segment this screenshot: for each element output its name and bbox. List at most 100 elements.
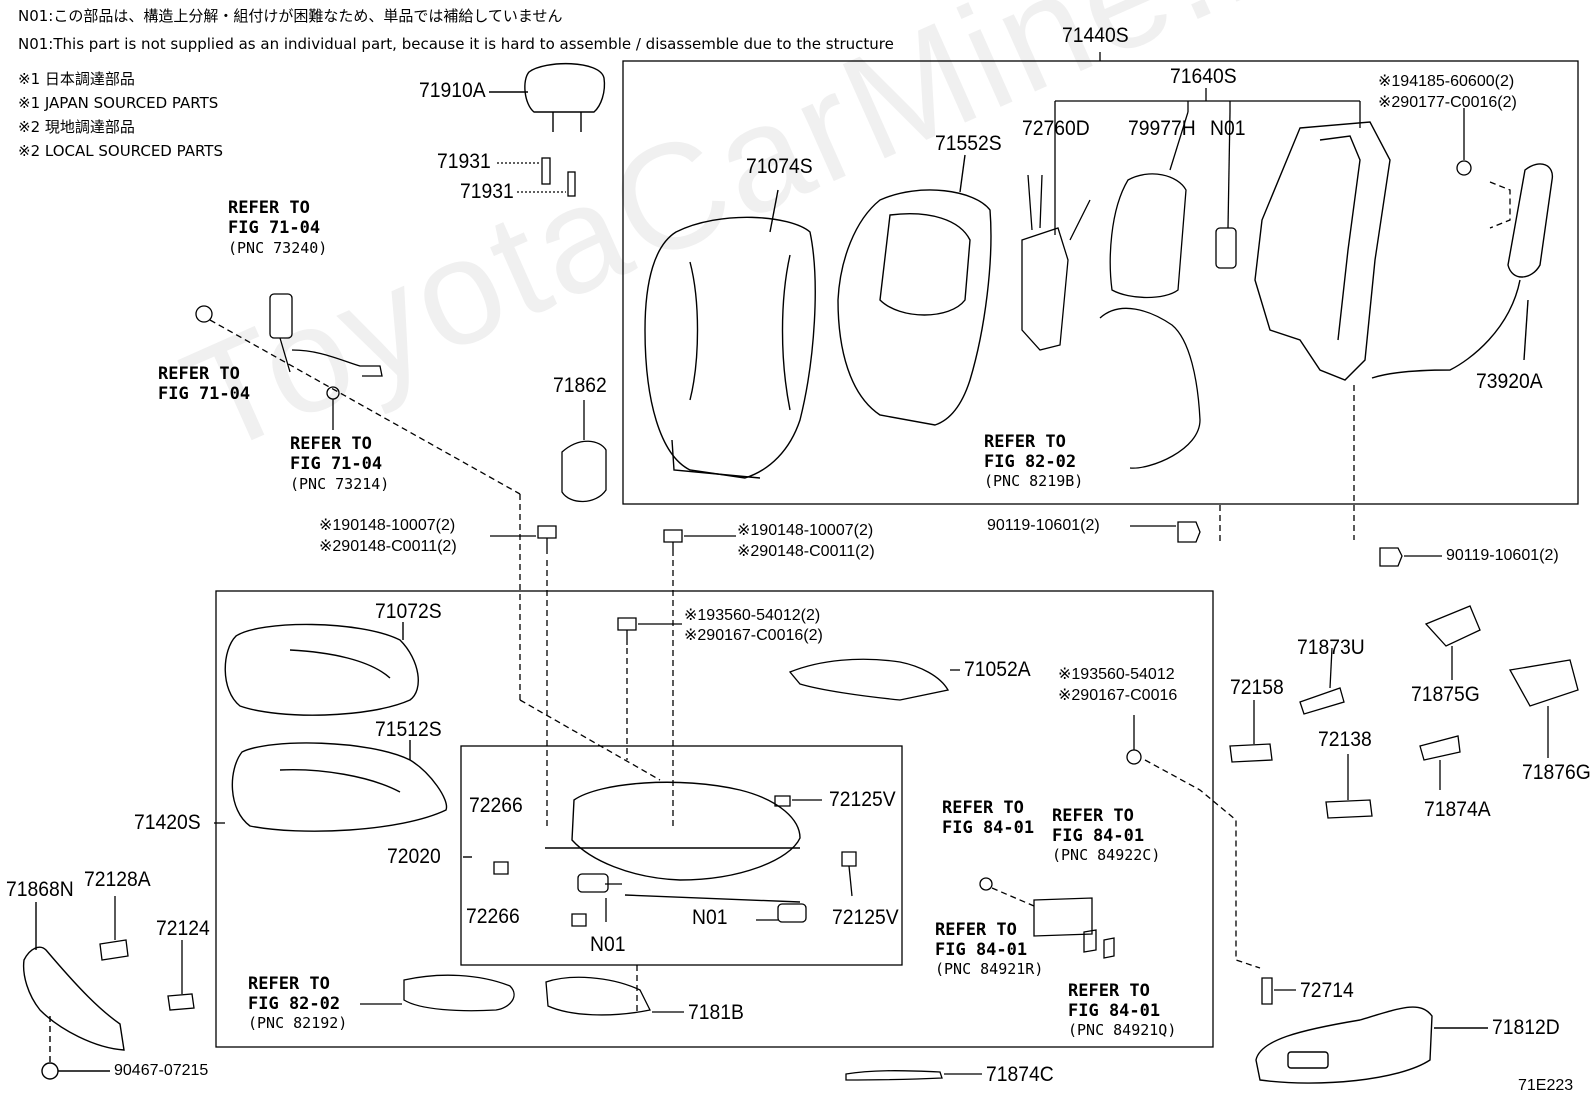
part-label-71862[interactable]: 71862 xyxy=(553,374,607,397)
refer-to-label: REFER TO xyxy=(228,198,310,218)
part-72138 xyxy=(1325,799,1373,819)
part-label-72714[interactable]: 72714 xyxy=(1300,979,1354,1002)
fastener-label[interactable]: 90467-07215 xyxy=(114,1062,209,1079)
adjuster-motor-part xyxy=(577,873,807,923)
part-label-71931[interactable]: 71931 xyxy=(437,150,491,173)
part-71874A xyxy=(1419,735,1461,761)
refer-to-pnc: (PNC 84921R) xyxy=(935,960,1044,978)
part-label-71420S[interactable]: 71420S xyxy=(134,811,201,834)
frame-bracket-part xyxy=(545,976,651,1016)
part-label-72266[interactable]: 72266 xyxy=(466,905,520,928)
fastener-label[interactable]: ※290167-C0016(2) xyxy=(684,627,823,644)
part-label-71074S[interactable]: 71074S xyxy=(746,155,813,178)
side-shield-part xyxy=(1255,1006,1488,1084)
shield-trim-part xyxy=(22,902,125,1080)
clip-part xyxy=(493,795,857,927)
refer-to-fig[interactable]: FIG 84-01 xyxy=(935,940,1028,960)
cushion-cover-part xyxy=(224,622,419,716)
part-label-72760D[interactable]: 72760D xyxy=(1022,117,1090,140)
seatback-frame-part xyxy=(1254,121,1391,381)
part-label-N01[interactable]: N01 xyxy=(692,906,728,929)
part-label-N01[interactable]: N01 xyxy=(590,933,626,956)
part-label-71868N[interactable]: 71868N xyxy=(6,878,74,901)
part-label-72128A[interactable]: 72128A xyxy=(84,868,151,891)
part-label-71874A[interactable]: 71874A xyxy=(1424,798,1491,821)
part-label-71640S[interactable]: 71640S xyxy=(1170,65,1237,88)
bolt-part xyxy=(490,494,736,830)
refer-to-fig[interactable]: FIG 71-04 xyxy=(158,384,251,404)
part-label-71072S[interactable]: 71072S xyxy=(375,600,442,623)
fastener-label[interactable]: ※290177-C0016(2) xyxy=(1378,94,1517,111)
fastener-label[interactable]: ※194185-60600(2) xyxy=(1378,73,1515,90)
part-label-71512S[interactable]: 71512S xyxy=(375,718,442,741)
refer-to-fig[interactable]: FIG 71-04 xyxy=(290,454,383,474)
part-label-71875G[interactable]: 71875G xyxy=(1411,683,1480,706)
refer-to-label: REFER TO xyxy=(290,434,372,454)
seatback-cover-part xyxy=(644,189,816,479)
part-71874C xyxy=(845,1070,943,1081)
refer-to-fig[interactable]: FIG 84-01 xyxy=(1052,826,1145,846)
part-label-71931[interactable]: 71931 xyxy=(460,180,514,203)
part-71876G xyxy=(1508,659,1579,707)
wire-harness-part xyxy=(1099,307,1201,469)
fastener-label[interactable]: 90119-10601(2) xyxy=(987,517,1100,534)
fastener-label[interactable]: ※290167-C0016 xyxy=(1058,687,1178,704)
part-label-71052A[interactable]: 71052A xyxy=(964,658,1031,681)
seatback-pad-part xyxy=(837,154,992,426)
part-label-72138[interactable]: 72138 xyxy=(1318,728,1372,751)
part-label-79977H[interactable]: 79977H xyxy=(1128,117,1196,140)
part-label-73920A[interactable]: 73920A xyxy=(1476,370,1543,393)
headrest-guide-part xyxy=(497,157,576,197)
part-label-72125V[interactable]: 72125V xyxy=(832,906,899,929)
fastener-label[interactable]: ※190148-10007(2) xyxy=(737,522,874,539)
part-label-71874C[interactable]: 71874C xyxy=(986,1063,1054,1086)
refer-to-fig[interactable]: FIG 71-04 xyxy=(228,218,321,238)
part-label-7181B[interactable]: 7181B xyxy=(688,1001,744,1024)
figure-id: 71E223 xyxy=(1518,1077,1574,1094)
refer-to-label: REFER TO xyxy=(1052,806,1134,826)
part-label-72124[interactable]: 72124 xyxy=(156,917,210,940)
fastener-label[interactable]: ※290148-C0011(2) xyxy=(319,538,457,555)
fastener-label[interactable]: ※193560-54012 xyxy=(1058,666,1175,683)
refer-to-pnc: (PNC 84921Q) xyxy=(1068,1021,1177,1039)
bolt-90119-part xyxy=(1130,385,1442,567)
refer-to-fig[interactable]: FIG 82-02 xyxy=(984,452,1077,472)
clip-72128a-part xyxy=(99,939,129,961)
part-label-72125V[interactable]: 72125V xyxy=(829,788,896,811)
part-label-71440S[interactable]: 71440S xyxy=(1062,24,1129,47)
refer-to-pnc: (PNC 73214) xyxy=(290,475,390,493)
fastener-label[interactable]: 90119-10601(2) xyxy=(1446,547,1559,564)
part-label-71812D[interactable]: 71812D xyxy=(1492,1016,1560,1039)
part-label-71876G[interactable]: 71876G xyxy=(1522,761,1591,784)
legend-2-jp: ※2 現地調達部品 xyxy=(18,118,135,136)
headrest-part xyxy=(489,63,606,132)
fastener-label[interactable]: ※290148-C0011(2) xyxy=(737,543,875,560)
refer-to-fig[interactable]: FIG 84-01 xyxy=(942,818,1035,838)
note-en: N01:This part is not supplied as an indi… xyxy=(18,35,894,53)
legend-1-en: ※1 JAPAN SOURCED PARTS xyxy=(18,94,219,112)
legend-1-jp: ※1 日本調達部品 xyxy=(18,70,135,88)
part-label-N01[interactable]: N01 xyxy=(1210,117,1246,140)
part-label-71552S[interactable]: 71552S xyxy=(935,132,1002,155)
seat-wire-part xyxy=(788,658,950,701)
part-label-72266[interactable]: 72266 xyxy=(469,794,523,817)
nut-part xyxy=(1456,160,1472,176)
part-71873U xyxy=(1299,687,1345,715)
part-label-71910A[interactable]: 71910A xyxy=(419,79,486,102)
refer-to-label: REFER TO xyxy=(1068,981,1150,1001)
adjuster-subassembly-box xyxy=(460,745,903,966)
buckle-part xyxy=(195,293,521,495)
fastener-label[interactable]: ※193560-54012(2) xyxy=(684,607,821,624)
refer-to-pnc: (PNC 73240) xyxy=(228,239,328,257)
part-label-71873U[interactable]: 71873U xyxy=(1297,636,1365,659)
part-label-72020[interactable]: 72020 xyxy=(387,845,441,868)
refer-to-fig[interactable]: FIG 82-02 xyxy=(248,994,341,1014)
refer-to-fig[interactable]: FIG 84-01 xyxy=(1068,1001,1161,1021)
fastener-label[interactable]: ※190148-10007(2) xyxy=(319,517,456,534)
seatback-assembly-box xyxy=(622,60,1579,505)
legend-2-en: ※2 LOCAL SOURCED PARTS xyxy=(18,142,223,160)
seat-adjuster-part xyxy=(463,781,801,903)
part-label-72158[interactable]: 72158 xyxy=(1230,676,1284,699)
part-71875G xyxy=(1424,605,1481,647)
